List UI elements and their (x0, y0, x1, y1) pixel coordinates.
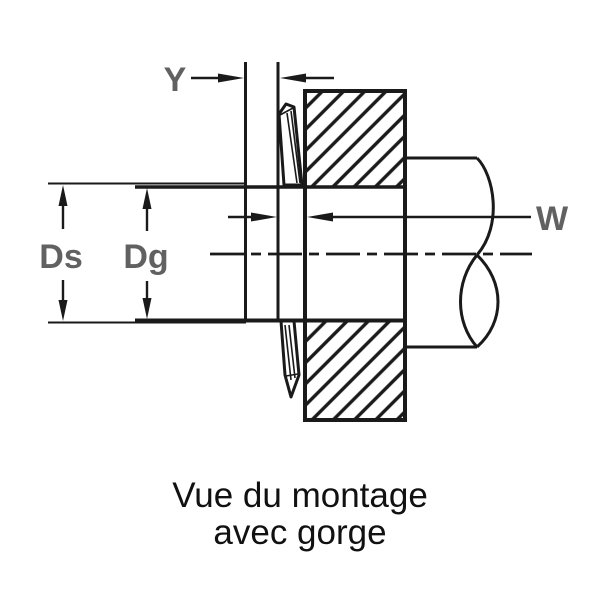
retaining-prong-bottom (279, 319, 301, 399)
prong-bottom-hatch-2 (288, 324, 296, 379)
prong-top-outline (277, 102, 304, 187)
prong-bottom-fold-line (285, 373, 299, 377)
caption: Vue du montage avec gorge (172, 476, 428, 552)
shaft-break-lens-right (475, 253, 500, 349)
dimension-y: Y (164, 61, 334, 99)
caption-line-2: avec gorge (213, 513, 386, 552)
shaft-right-section (407, 156, 500, 349)
prong-top-fold-line (279, 107, 294, 116)
dimension-w: W (228, 200, 569, 238)
shaft-break-lens-left (459, 254, 479, 348)
ds-arrow-down-icon (58, 300, 68, 321)
dg-arrow-up-icon (142, 188, 152, 209)
housing-hatching-bottom (305, 320, 405, 418)
y-arrow-left-icon (280, 73, 306, 83)
shaft-break-curve-upper (475, 156, 495, 256)
w-arrow-right-icon (251, 212, 277, 222)
prong-top-hatch-2 (290, 110, 301, 184)
washer-groove-lines (244, 62, 280, 322)
dimension-label-w: W (536, 200, 569, 238)
ds-arrow-up-icon (58, 185, 68, 206)
prong-bottom-hatch-1 (284, 324, 292, 381)
dimension-dg: Dg (123, 188, 169, 319)
housing-outline (303, 89, 407, 422)
dimension-label-ds: Ds (39, 238, 82, 276)
dg-arrow-down-icon (142, 298, 152, 319)
retaining-prong-top (277, 102, 304, 187)
prong-top-hatch-1 (286, 112, 298, 184)
housing-block (303, 89, 407, 422)
dimension-label-dg: Dg (123, 238, 168, 276)
w-arrow-left-icon (307, 212, 333, 222)
housing-hatching-top (305, 93, 405, 187)
y-arrow-right-icon (218, 73, 244, 83)
shaft-outline-lines (48, 182, 405, 324)
dimension-label-y: Y (164, 61, 187, 99)
caption-line-1: Vue du montage (172, 476, 428, 515)
dimension-ds: Ds (39, 185, 83, 321)
